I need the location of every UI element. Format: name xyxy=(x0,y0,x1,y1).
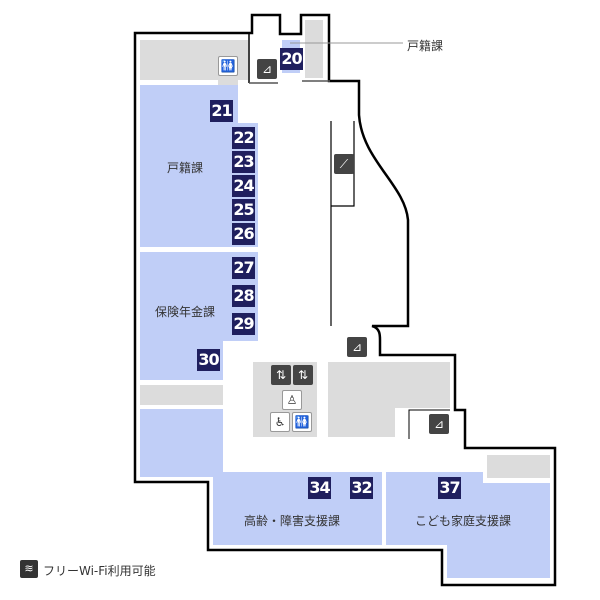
counter-28: 28 xyxy=(232,285,255,307)
wifi-legend: フリーWi-Fi利用可能 xyxy=(43,564,156,578)
stairs-icon: ⊿ xyxy=(347,337,367,357)
hoken-area xyxy=(140,252,258,380)
counter-37: 37 xyxy=(438,477,461,499)
department-kodomo-katei: こども家庭支援課 xyxy=(415,514,512,528)
office-area xyxy=(140,409,223,477)
facility-area xyxy=(487,455,550,478)
facility-area xyxy=(305,20,323,78)
escalator-icon: ⟋ xyxy=(334,154,354,174)
facility-area xyxy=(328,362,450,437)
counter-34: 34 xyxy=(308,477,331,499)
baby-care-icon: ♙ xyxy=(282,390,302,410)
counter-26: 26 xyxy=(232,223,255,245)
department-koseki: 戸籍課 xyxy=(167,161,204,175)
counter-21: 21 xyxy=(210,100,233,122)
counter-23: 23 xyxy=(232,151,255,173)
elevator-icon: ⇅ xyxy=(293,365,313,385)
counter-32: 32 xyxy=(350,477,373,499)
department-korei-shogai: 高齢・障害支援課 xyxy=(244,514,341,528)
counter-25: 25 xyxy=(232,199,255,221)
counter-27: 27 xyxy=(232,257,255,279)
wheelchair-icon: ♿ xyxy=(270,412,290,432)
building-outline xyxy=(133,13,557,587)
wifi-icon: ≋ xyxy=(20,560,38,578)
escalator-well xyxy=(330,121,355,326)
facility-area xyxy=(140,385,223,405)
counter-20: 20 xyxy=(280,48,303,70)
counter-29: 29 xyxy=(232,313,255,335)
koseki-area xyxy=(140,85,258,247)
stairs-icon: ⊿ xyxy=(257,59,277,79)
elevator-icon: ⇅ xyxy=(271,365,291,385)
stairs-icon: ⊿ xyxy=(429,414,449,434)
stair-box xyxy=(408,409,450,439)
callout-label-koseki: 戸籍課 xyxy=(407,39,444,53)
counter-22: 22 xyxy=(232,127,255,149)
restroom-icon: 🚻 xyxy=(292,412,312,432)
counter-24: 24 xyxy=(232,175,255,197)
kodomo-area xyxy=(386,472,550,578)
department-hoken-nenkin: 保険年金課 xyxy=(155,305,216,319)
counter-30: 30 xyxy=(197,349,220,371)
restroom-icon: 🚻 xyxy=(218,56,238,76)
